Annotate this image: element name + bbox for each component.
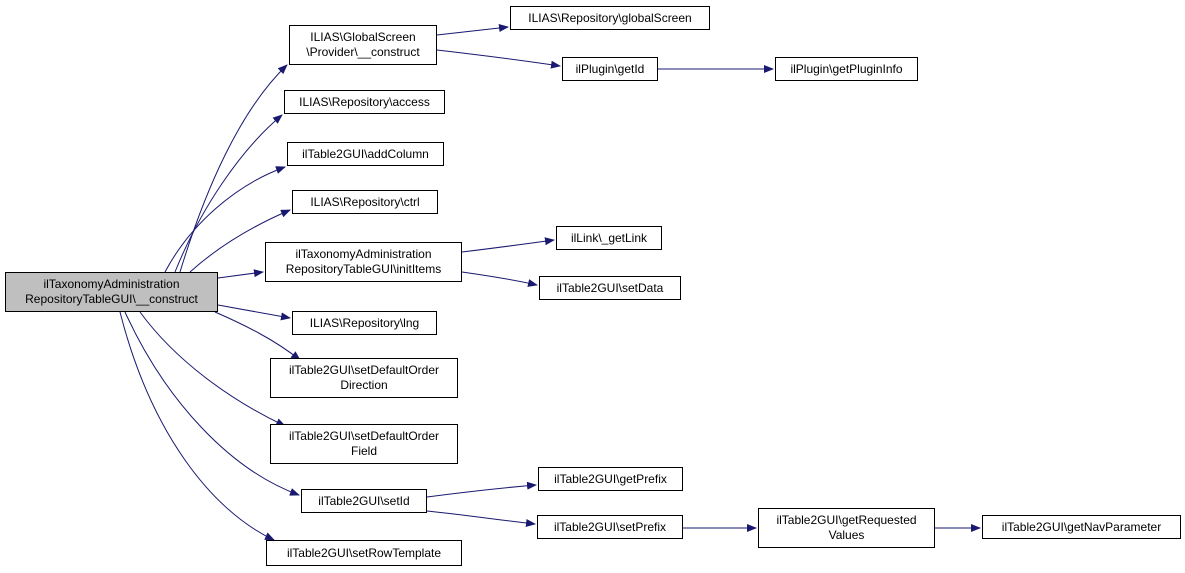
node-row-template[interactable]: ilTable2GUI\setRowTemplate bbox=[266, 540, 462, 566]
node-global-screen[interactable]: ILIAS\Repository\globalScreen bbox=[510, 6, 710, 30]
node-plugin-info[interactable]: ilPlugin\getPluginInfo bbox=[775, 57, 918, 81]
edge-root-to-repo-ctrl bbox=[189, 209, 291, 273]
edge-root-to-order-direction bbox=[214, 311, 301, 361]
edge-root-to-repo-lng bbox=[217, 304, 291, 321]
node-requested-values[interactable]: ilTable2GUI\getRequested Values bbox=[758, 508, 935, 548]
node-repo-access[interactable]: ILIAS\Repository\access bbox=[284, 90, 445, 114]
edge-root-to-gs-construct bbox=[179, 64, 288, 273]
node-repo-ctrl[interactable]: ILIAS\Repository\ctrl bbox=[292, 190, 438, 214]
edge-root-to-set-id bbox=[124, 311, 300, 496]
edge-gs-construct-to-plugin-getid bbox=[436, 49, 561, 69]
edge-root-to-init-items bbox=[217, 269, 264, 279]
node-init-items[interactable]: ilTaxonomyAdministration RepositoryTable… bbox=[265, 242, 462, 282]
node-root[interactable]: ilTaxonomyAdministration RepositoryTable… bbox=[5, 272, 218, 312]
edge-root-to-add-column bbox=[164, 166, 286, 273]
node-set-id[interactable]: ilTable2GUI\setId bbox=[301, 489, 427, 513]
edge-init-items-to-get-link bbox=[461, 237, 555, 253]
edge-init-items-to-set-data bbox=[461, 271, 538, 287]
node-order-field[interactable]: ilTable2GUI\setDefaultOrder Field bbox=[270, 424, 458, 464]
node-set-data[interactable]: ilTable2GUI\setData bbox=[539, 276, 681, 300]
edge-root-to-order-field bbox=[139, 311, 286, 427]
node-order-direction[interactable]: ilTable2GUI\setDefaultOrder Direction bbox=[270, 358, 458, 398]
edge-gs-construct-to-global-screen bbox=[436, 24, 509, 36]
edge-set-id-to-get-prefix bbox=[426, 481, 537, 498]
node-gs-construct[interactable]: ILIAS\GlobalScreen \Provider\__construct bbox=[289, 25, 437, 65]
node-set-prefix[interactable]: ilTable2GUI\setPrefix bbox=[537, 515, 683, 539]
node-get-link[interactable]: ilLink\_getLink bbox=[556, 226, 662, 250]
edge-root-to-row-template bbox=[119, 311, 275, 541]
node-nav-parameter[interactable]: ilTable2GUI\getNavParameter bbox=[982, 515, 1181, 539]
edge-root-to-repo-access bbox=[174, 114, 283, 273]
node-add-column[interactable]: ilTable2GUI\addColumn bbox=[287, 142, 444, 166]
edge-set-id-to-set-prefix bbox=[426, 510, 536, 527]
node-repo-lng[interactable]: ILIAS\Repository\lng bbox=[292, 311, 437, 335]
node-get-prefix[interactable]: ilTable2GUI\getPrefix bbox=[538, 467, 683, 491]
node-plugin-getid[interactable]: ilPlugin\getId bbox=[562, 57, 658, 81]
